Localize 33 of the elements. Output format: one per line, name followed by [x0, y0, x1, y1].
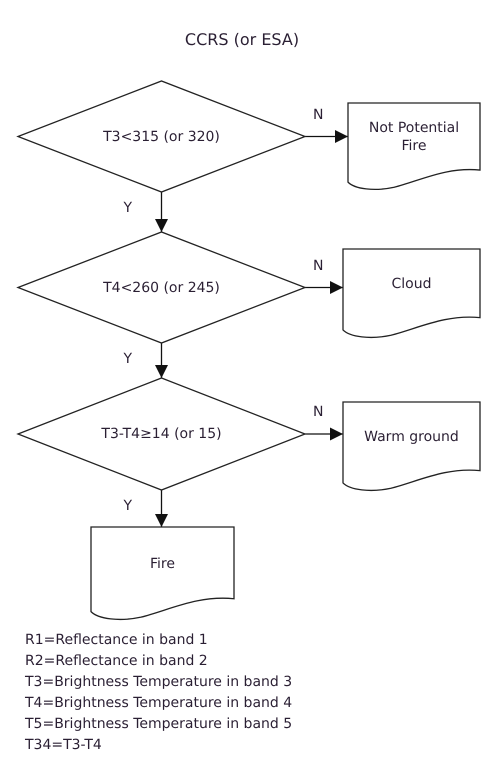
arrow: [155, 343, 168, 378]
decision-diamond: [18, 232, 305, 343]
definition-text: T34=T3-T4: [25, 736, 103, 755]
definition-text: T3=Brightness Temperature in band 3: [25, 673, 292, 692]
arrow: [155, 490, 168, 527]
document-box: [343, 249, 480, 337]
document-box: [348, 103, 480, 189]
condition-text: T4<260 (or 245): [102, 278, 221, 296]
outcome-text: Not Potential Fire: [368, 119, 460, 156]
title: CCRS (or ESA): [184, 30, 300, 49]
definition-text: R2=Reflectance in band 2: [25, 652, 209, 671]
definition-text: T4=Brightness Temperature in band 4: [25, 694, 292, 713]
decision-diamond: [18, 378, 305, 490]
arrow: [305, 130, 348, 143]
arrow: [155, 192, 168, 232]
definition-text: T5=Brightness Temperature in band 5: [25, 715, 292, 734]
edge-label: N: [313, 404, 324, 420]
outcome-text: Fire: [149, 554, 176, 573]
edge-label: Y: [124, 200, 132, 216]
edge-label: Y: [124, 498, 132, 514]
edge-label: N: [313, 258, 324, 274]
document-box: [343, 402, 480, 490]
outcome-text: Warm ground: [363, 428, 460, 446]
arrow: [305, 281, 343, 294]
outcome-text: Cloud: [390, 275, 432, 294]
edge-label: Y: [124, 351, 132, 367]
condition-text: T3-T4≥14 (or 15): [100, 425, 223, 443]
decision-diamond: [18, 81, 305, 192]
document-box: [91, 527, 234, 619]
condition-text: T3<315 (or 320): [102, 128, 221, 146]
definition-text: R1=Reflectance in band 1: [25, 631, 209, 650]
arrow: [305, 428, 343, 440]
edge-label: N: [313, 106, 324, 122]
